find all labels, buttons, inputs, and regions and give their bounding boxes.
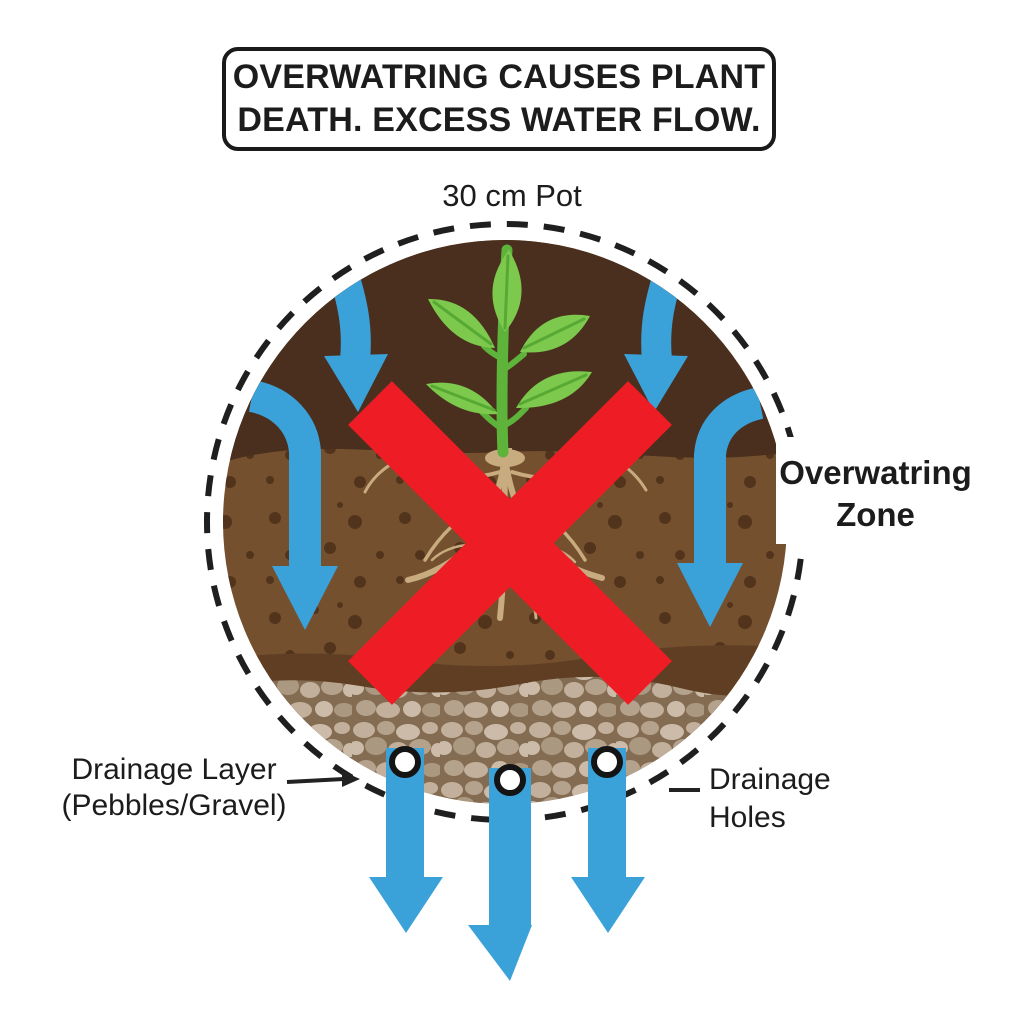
drainage-layer-line-1: Drainage Layer xyxy=(71,753,277,786)
drainage-layer-leader-arrowhead xyxy=(342,771,360,787)
plant-seedling-icon xyxy=(426,244,592,458)
drainage-layer-line-2: (Pebbles/Gravel) xyxy=(61,789,287,822)
drainage-layer-leader-line xyxy=(286,777,345,784)
drainage-holes-label: Drainage Holes xyxy=(709,761,889,837)
water-flow-arrow-icon xyxy=(694,387,764,567)
overwatering-zone-line-1: Overwatring xyxy=(779,454,972,491)
water-flow-arrowhead xyxy=(624,354,688,412)
water-flow-arrow-icon xyxy=(641,261,686,362)
water-flow-arrow-icon xyxy=(326,261,371,362)
drainage-hole-icon xyxy=(591,746,623,778)
drainage-holes-line-2: Holes xyxy=(709,801,786,834)
overwatering-zone-line-2: Zone xyxy=(836,496,915,533)
drainage-layer-label: Drainage Layer (Pebbles/Gravel) xyxy=(46,752,302,824)
pot-contents xyxy=(223,240,787,804)
leader-lines xyxy=(286,771,700,792)
water-flow-arrowhead xyxy=(468,925,532,981)
title-line-1: OVERWATRING CAUSES PLANT xyxy=(232,58,766,96)
drainage-holes xyxy=(389,746,623,796)
water-flow-arrowhead xyxy=(324,354,388,412)
title-line-2: DEATH. EXCESS WATER FLOW. xyxy=(237,101,761,139)
red-x-icon xyxy=(348,381,672,705)
drainage-hole-icon xyxy=(494,764,526,796)
drainage-holes-line-1: Drainage xyxy=(709,763,831,796)
title-box: OVERWATRING CAUSES PLANT DEATH. EXCESS W… xyxy=(222,47,776,151)
pot-size-label: 30 cm Pot xyxy=(442,178,582,213)
drainage-hole-icon xyxy=(389,746,421,778)
water-flow-arrowhead xyxy=(272,566,338,630)
zone-label-notch xyxy=(776,437,896,544)
water-flow-arrow-icon xyxy=(248,380,321,570)
water-flow-arrowhead xyxy=(677,563,743,627)
water-flow-arrowhead xyxy=(369,877,443,933)
overwatering-zone-label: Overwatring Zone xyxy=(768,452,983,536)
water-flow-arrowhead xyxy=(571,877,645,933)
